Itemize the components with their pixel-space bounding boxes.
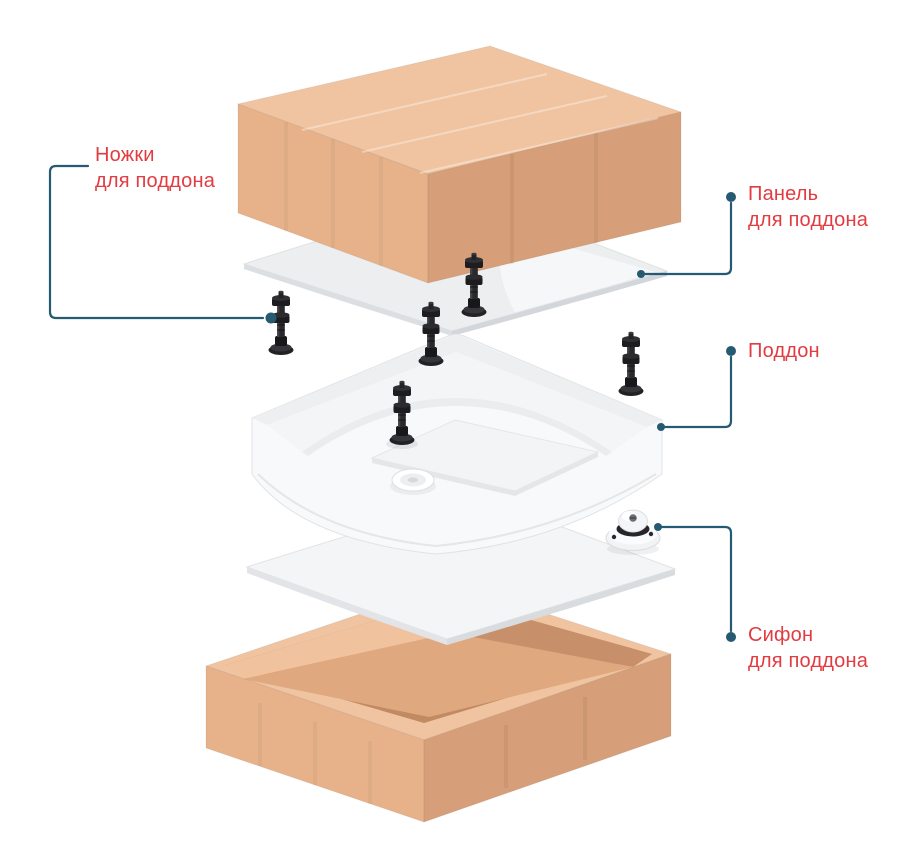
- label-line: для поддона: [748, 209, 869, 231]
- connector-siphon: [658, 525, 733, 633]
- connector-dot-siphon-end: [654, 523, 662, 531]
- siphon: [605, 509, 661, 555]
- tray-wall-inner: [267, 352, 647, 452]
- connector-panel: [641, 201, 733, 276]
- connector-dot-panel-end: [637, 270, 645, 278]
- box-bottom-side-face: [423, 653, 672, 823]
- foam-edge-right: [447, 569, 675, 645]
- shower-tray: [251, 334, 663, 555]
- grain-lines: [504, 697, 587, 788]
- connector-dot-siphon-text: [726, 632, 736, 642]
- label-line: для поддона: [748, 650, 869, 672]
- label-line: для поддона: [95, 170, 216, 192]
- connectors: [48, 164, 736, 642]
- connector-legs: [48, 164, 265, 320]
- label-line: Поддон: [748, 340, 820, 362]
- grain-lines: [510, 133, 598, 264]
- box-lid-side-face: [427, 111, 682, 284]
- connector-dot-tray-text: [726, 346, 736, 356]
- tray-wall-base-shadow: [302, 398, 612, 456]
- drain-center: [408, 477, 418, 483]
- siphon-screw-hole: [648, 531, 654, 537]
- box-bottom: [204, 582, 673, 823]
- grain-lines: [258, 703, 372, 804]
- label-line: Ножки: [95, 144, 155, 166]
- panel-edge-left: [244, 264, 452, 336]
- panel-edge-right: [452, 271, 667, 336]
- foam-sheet: [245, 496, 677, 645]
- tray-leg: [418, 301, 444, 367]
- label-line: Сифон: [748, 624, 814, 646]
- grain-lines: [301, 73, 659, 174]
- connector-dot-legs-end: [265, 312, 277, 324]
- tray-leg: [618, 331, 644, 397]
- tray-legs: [268, 252, 644, 449]
- connector-dot-panel-text: [726, 192, 736, 202]
- foam-edge-left: [247, 567, 447, 645]
- connector-dot-tray-end: [657, 423, 665, 431]
- grain-lines: [284, 122, 383, 266]
- connector-tray: [661, 355, 733, 429]
- label-legs: Ножки для поддона: [95, 142, 215, 194]
- label-panel: Панель для поддона: [748, 181, 868, 233]
- label-tray: Поддон: [748, 338, 820, 364]
- box-bottom-floor: [243, 633, 633, 717]
- label-siphon: Сифон для поддона: [748, 622, 868, 674]
- box-lid: [236, 45, 683, 284]
- siphon-screw-hole: [611, 534, 617, 540]
- tray-platform-edge: [372, 452, 598, 496]
- label-line: Панель: [748, 183, 819, 205]
- tray-front-rim-line: [257, 473, 657, 548]
